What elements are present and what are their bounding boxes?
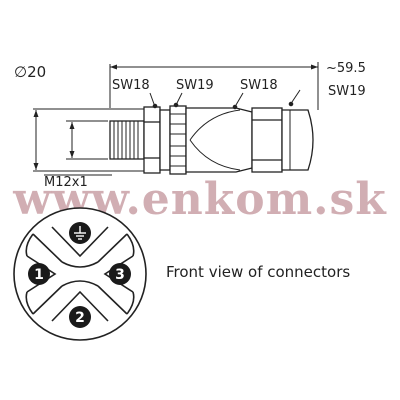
thread-label: M12x1 <box>44 175 88 190</box>
length-dimension <box>109 62 319 110</box>
diameter-label: ∅20 <box>14 63 46 81</box>
sw-label-right: SW19 <box>328 84 366 99</box>
connector-body <box>109 105 314 175</box>
sw-label-2: SW19 <box>176 78 214 93</box>
sw-label-3: SW18 <box>240 78 278 93</box>
connector-face: 1 2 3 <box>13 207 147 341</box>
pin-3 <box>109 263 131 285</box>
leader-lines <box>149 89 301 110</box>
length-label: ~59.5 <box>326 61 366 76</box>
pin-1-label: 1 <box>34 267 44 283</box>
pin-2 <box>69 306 91 328</box>
thread-dimension <box>44 120 112 176</box>
diameter-dimension <box>33 108 150 172</box>
ground-icon <box>74 226 86 240</box>
front-view-caption: Front view of connectors <box>166 263 350 281</box>
insulator-cross <box>25 226 135 322</box>
pin-2-label: 2 <box>75 310 85 326</box>
connector-face-outline <box>13 207 147 341</box>
sw-label-1: SW18 <box>112 78 150 93</box>
pin-1 <box>28 263 50 285</box>
pin-3-label: 3 <box>115 267 125 283</box>
